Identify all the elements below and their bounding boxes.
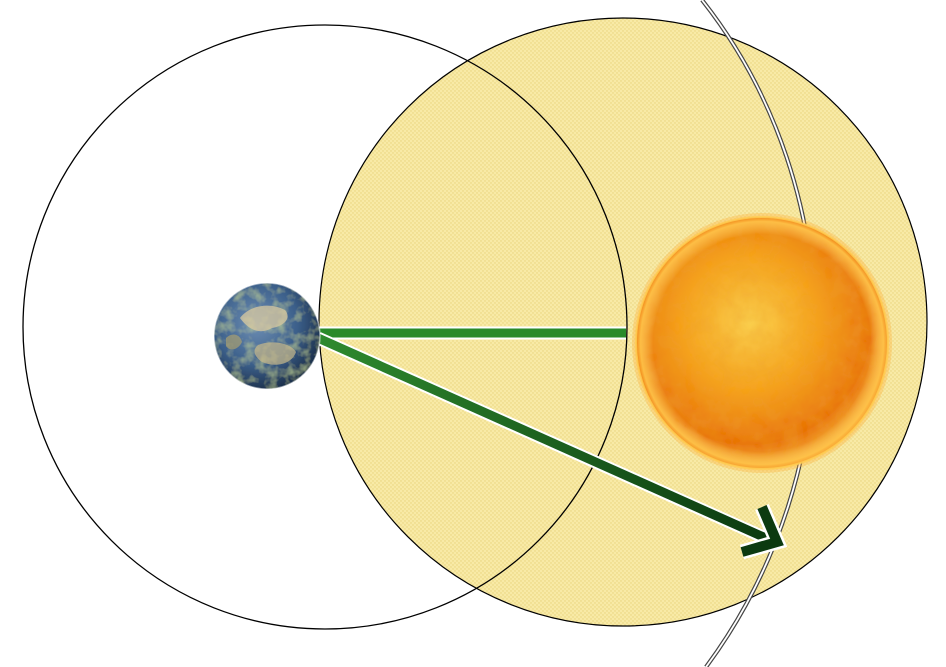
direction-arrow-shaft xyxy=(316,333,770,544)
earth-globe-icon xyxy=(213,282,321,390)
sun-icon xyxy=(632,213,892,473)
sun-sphere-circle xyxy=(318,17,928,627)
direction-arrow-head-core xyxy=(740,505,784,557)
earth-orbit-circle xyxy=(22,24,628,630)
